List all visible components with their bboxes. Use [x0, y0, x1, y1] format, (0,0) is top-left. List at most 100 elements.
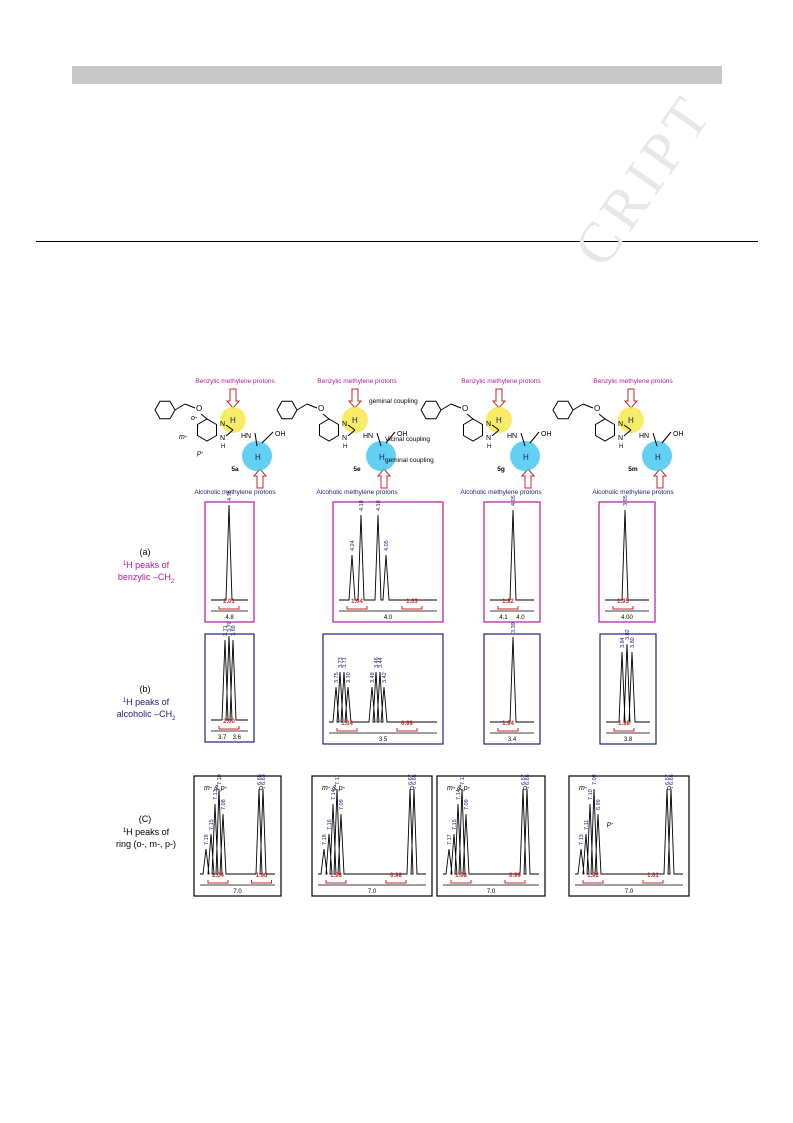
axis-tick: 4.0: [516, 615, 525, 621]
nitrogen-atom: N: [618, 435, 623, 442]
axis-tick: 3.7: [218, 735, 227, 741]
peak-label: 7.13: [579, 834, 585, 845]
peak-label: 6.65: [257, 774, 263, 785]
panel-a-5e: [332, 501, 444, 623]
peak-label: 3.69: [231, 625, 237, 636]
peak-label: 7.08: [221, 799, 227, 810]
spectrum-trace: [339, 514, 437, 601]
annotation-geminal: geminal coupling: [369, 398, 418, 405]
peak-label: 3.44: [378, 657, 384, 668]
peak-label: 3.39: [511, 622, 517, 633]
row-line1: 1H peaks of: [123, 697, 170, 707]
axis-tick: 7.0: [233, 889, 242, 895]
integral-bracket: [497, 728, 519, 732]
bond: [385, 431, 396, 444]
ring-position-label: p-: [606, 821, 614, 828]
peak-label: 6.65: [412, 774, 418, 785]
spectrum-trace: [606, 643, 650, 723]
integral-bracket: [336, 728, 358, 732]
bond: [296, 403, 308, 411]
bond: [254, 432, 258, 447]
oxygen-atom: O: [196, 404, 202, 413]
nitrogen-atom: N: [618, 421, 623, 428]
integral-value: 1.98: [455, 873, 467, 879]
spectrum-trace: [318, 788, 426, 875]
bond: [491, 429, 500, 437]
peak-label: 7.10: [217, 774, 223, 785]
peak-label: 3.71: [223, 625, 229, 636]
bond: [582, 403, 594, 409]
axis-tick: 3.6: [233, 735, 242, 741]
integral-bracket: [612, 606, 634, 610]
bond: [322, 413, 330, 420]
integral-value: 1.95: [617, 599, 629, 605]
integral-bracket: [613, 728, 635, 732]
axis-tick: 4.0: [384, 615, 393, 621]
benzylic-label: Benzylic methylene protons: [195, 378, 275, 385]
peak-label: 7.11: [335, 775, 341, 785]
row-letter: (a): [140, 547, 151, 557]
ring-label-m: m-: [179, 434, 188, 441]
spectrum-trace: [443, 788, 539, 875]
peak-label: 7.11: [584, 820, 590, 830]
integral-value: 0.99: [509, 873, 521, 879]
integral-value: 1.04: [341, 721, 353, 727]
amine-label: HN: [241, 433, 251, 440]
ring-label-p: p-: [196, 450, 204, 457]
alcoholic-h: H: [523, 453, 529, 462]
spectrum-trace: [605, 509, 649, 601]
panel-b-5m: [599, 633, 657, 745]
down-arrow: [491, 388, 507, 409]
ring-position-label: m- & p-: [204, 785, 228, 792]
hydroxyl-label: OH: [275, 431, 286, 438]
header-bar: [72, 66, 722, 84]
spectrum-trace: [329, 671, 437, 723]
alcoholic-h: H: [655, 453, 661, 462]
ring-position-label: m-: [579, 785, 588, 792]
axis-tick: 4.8: [225, 615, 234, 621]
ring-position-label: o-: [667, 785, 674, 792]
peak-label: 3.70: [227, 621, 233, 632]
peak-label: 7.14: [456, 789, 462, 800]
hydroxyl-label: OH: [673, 431, 684, 438]
down-arrow: [225, 388, 241, 409]
peak-label: 6.63: [261, 774, 267, 785]
row-line1: 1H peaks of: [123, 827, 170, 837]
benzylic-highlight: [342, 407, 368, 433]
alcoholic-highlight: [366, 441, 396, 471]
hydrogen-atom: H: [343, 444, 347, 450]
cyclohexyl-ring: [552, 400, 574, 420]
oxygen-atom: O: [318, 404, 324, 413]
bond: [261, 431, 274, 444]
peak-label: 3.42: [382, 672, 388, 683]
nitrogen-atom: N: [220, 421, 225, 428]
integral-value: 1.92: [587, 873, 599, 879]
bond: [225, 429, 234, 437]
peak-label: 3.46: [374, 657, 380, 668]
integral-value: 2.01: [223, 599, 235, 605]
benzene-ring: [463, 418, 483, 442]
integral-bracket: [504, 880, 526, 884]
peak-label: 6.65: [525, 774, 531, 785]
benzene-ring: [595, 418, 615, 442]
alcoholic-h: H: [255, 453, 261, 462]
integral-bracket: [325, 880, 347, 884]
peak-label: 7.16: [327, 819, 333, 830]
benzylic-label: Benzylic methylene protons: [317, 378, 397, 385]
row-line2: ring (o-, m-, p-): [116, 839, 176, 849]
integral-value: 2.04: [212, 873, 224, 879]
peak-label: 4.05: [511, 495, 517, 506]
peak-label: 7.18: [204, 834, 210, 845]
annotation-geminal: geminal coupling: [385, 457, 434, 464]
peak-label: 6.67: [521, 774, 527, 785]
integral-bracket: [218, 606, 240, 610]
ring-position-label: m- & p-: [322, 785, 346, 792]
panel-a-5g: [483, 501, 541, 623]
integral-bracket: [385, 880, 407, 884]
up-arrow: [252, 468, 268, 489]
nitrogen-atom: N: [486, 435, 491, 442]
peak-label: 6.99: [596, 799, 602, 810]
row-letter: (C): [139, 814, 152, 824]
hydrogen-atom: H: [619, 444, 623, 450]
compound-id: 5e: [353, 466, 361, 473]
